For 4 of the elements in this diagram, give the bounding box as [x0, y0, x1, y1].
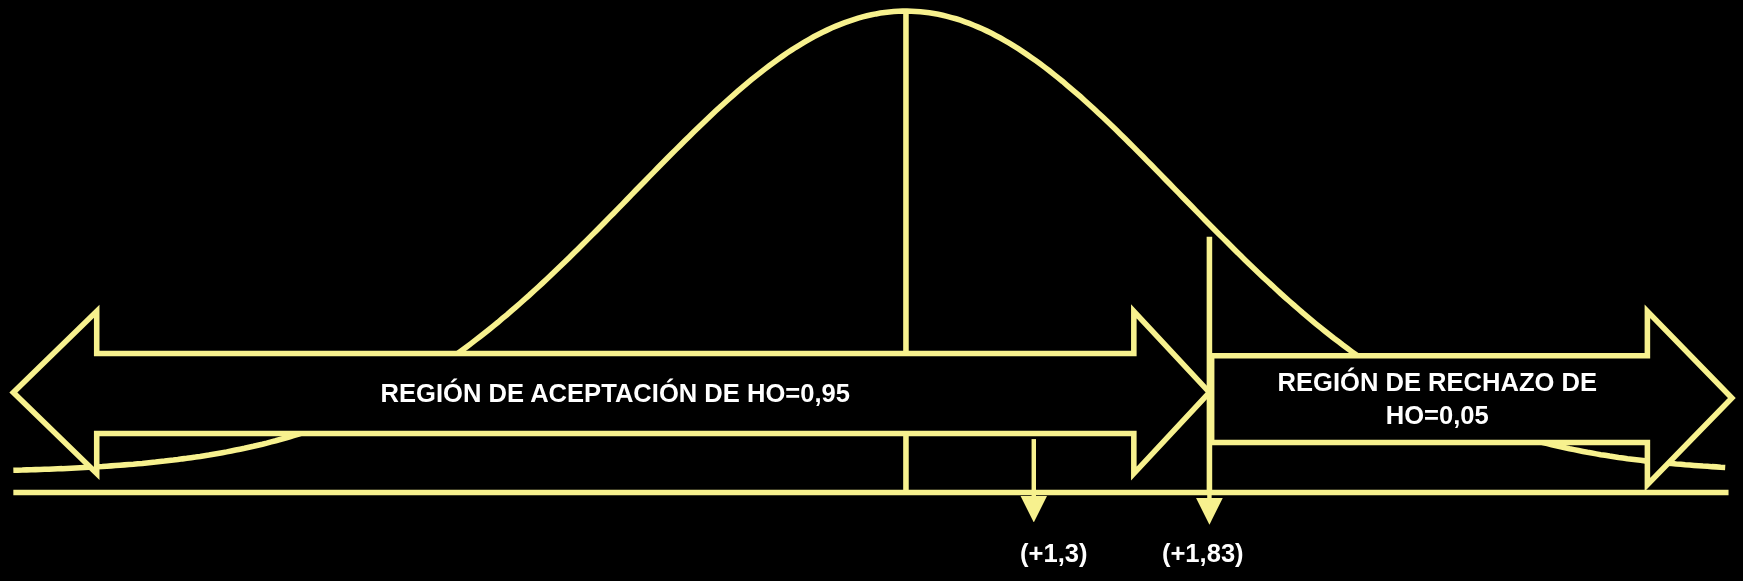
- value-label: (+1,83): [1161, 539, 1244, 570]
- region-label: REGIÓN DE ACEPTACIÓN DE HO=0,95: [380, 377, 851, 410]
- value-label: (+1,3): [1020, 539, 1088, 570]
- region-label: REGIÓN DE RECHAZO DE HO=0,05: [1276, 367, 1599, 431]
